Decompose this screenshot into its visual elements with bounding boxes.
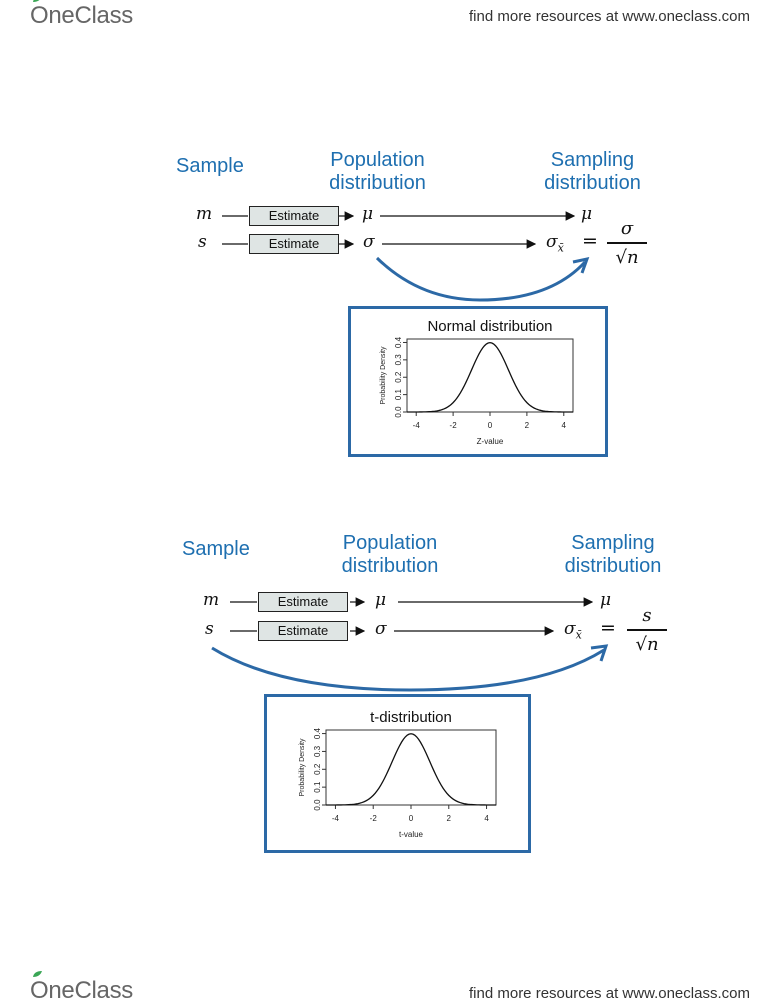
x-axis-label: t-value	[399, 830, 424, 839]
d2-sigma-xbar: σx̄	[564, 619, 582, 641]
d1-mu-sampling-symbol: μ	[581, 204, 593, 224]
x-tick-label: 0	[488, 421, 493, 430]
density-curve	[407, 341, 573, 413]
plot-frame	[325, 729, 497, 806]
d1-sigma-xbar-main: σ	[546, 232, 558, 252]
d2-frac-num: s	[642, 605, 652, 626]
d1-frac-den: √n	[615, 246, 639, 268]
y-tick-label: 0.4	[394, 336, 403, 348]
d2-sampling-line2: distribution	[564, 555, 662, 577]
y-tick-label: 0.0	[313, 799, 322, 811]
d2-equals: =	[600, 617, 616, 639]
d2-frac-den: √n	[635, 633, 659, 655]
normal-chart-box: Normal distribution -4 -2 0 2 4 0.0 0.1 0.2 0.3 0.…	[348, 306, 608, 457]
y-tick-label: 0.1	[394, 389, 403, 401]
y-tick-label: 0.2	[313, 763, 322, 775]
d2-mu-sampling-symbol: μ	[600, 590, 612, 610]
plot-frame	[406, 338, 574, 413]
x-tick-label: -2	[450, 421, 458, 430]
d2-population-line2: distribution	[341, 555, 439, 577]
d1-population-line1: Population	[330, 149, 425, 171]
d1-frac-num: σ	[620, 218, 634, 239]
y-axis-label: Probability Density	[380, 346, 387, 404]
resources-link[interactable]: find more resources at www.oneclass.com	[469, 8, 750, 25]
d1-s-symbol: s	[198, 232, 207, 252]
d1-frac-bar	[607, 242, 647, 244]
chart-title: t-distribution	[370, 709, 452, 726]
d2-sigma-xbar-sub: x̄	[575, 628, 582, 642]
normal-chart: Normal distribution -4 -2 0 2 4 0.0 0.1 0.2 0.3 0.…	[380, 318, 574, 446]
d2-population-label: Population distribution	[325, 532, 455, 578]
d2-s-symbol: s	[205, 619, 214, 639]
d1-sampling-line2: distribution	[544, 172, 641, 194]
y-tick-label: 0.2	[394, 371, 403, 383]
d1-mu-symbol: μ	[362, 204, 374, 224]
chart-title: Normal distribution	[427, 318, 552, 335]
d1-population-line2: distribution	[329, 172, 426, 194]
d2-estimate-box-1: Estimate	[258, 592, 348, 612]
leaf-icon	[33, 0, 40, 2]
d2-sampling-line1: Sampling	[571, 532, 655, 554]
d2-sampling-label: Sampling distribution	[548, 532, 678, 578]
d1-sigma-xbar: σx̄	[546, 232, 564, 254]
logo-text: OneClass	[30, 2, 133, 29]
d2-mu-symbol: μ	[375, 590, 387, 610]
d2-fraction: s √n	[627, 605, 667, 655]
y-tick-label: 0.3	[313, 745, 322, 757]
d1-fraction: σ √n	[607, 218, 647, 268]
d1-estimate-box-1: Estimate	[249, 206, 339, 226]
d2-frac-bar	[627, 629, 667, 631]
d1-sigma-symbol: σ	[363, 232, 375, 252]
d1-estimate-box-2: Estimate	[249, 234, 339, 254]
leaf-icon	[33, 971, 42, 977]
density-curve	[326, 733, 496, 806]
logo-text: OneClass	[30, 977, 133, 1004]
d1-sampling-label: Sampling distribution	[530, 149, 655, 195]
oneclass-logo[interactable]: OneClass	[30, 0, 133, 30]
x-tick-label: -4	[413, 421, 421, 430]
x-axis-label: Z-value	[477, 437, 504, 446]
y-tick-label: 0.1	[313, 781, 322, 793]
oneclass-logo-footer[interactable]: OneClass	[30, 971, 133, 1005]
x-tick-label: 2	[447, 814, 452, 823]
d2-curved-arrow	[211, 646, 605, 692]
x-tick-label: 0	[409, 814, 414, 823]
d2-sigma-xbar-main: σ	[564, 619, 576, 639]
d2-population-line1: Population	[342, 532, 438, 554]
x-tick-label: 4	[484, 814, 489, 823]
d2-m-symbol: m	[203, 590, 220, 610]
d1-sigma-xbar-sub: x̄	[557, 241, 564, 255]
d2-sigma-symbol: σ	[375, 619, 387, 639]
d2-estimate-box-2: Estimate	[258, 621, 348, 641]
t-chart: t-distribution -4 -2 0 2 4 0.0 0.1 0.2 0.3 0.4 t-va…	[299, 709, 497, 839]
y-tick-label: 0.0	[394, 406, 403, 418]
d1-m-symbol: m	[196, 204, 213, 224]
x-tick-label: 4	[562, 421, 567, 430]
d1-equals: =	[582, 230, 598, 252]
d2-curved-arrowhead	[590, 644, 609, 662]
d1-sample-label: Sample	[176, 155, 244, 177]
x-tick-label: -4	[332, 814, 340, 823]
d2-sample-label: Sample	[182, 538, 250, 560]
d1-population-label: Population distribution	[315, 149, 440, 195]
t-chart-box: t-distribution -4 -2 0 2 4 0.0 0.1 0.2 0.3 0.4 t-va…	[264, 694, 531, 853]
d1-curved-arrowhead	[572, 256, 590, 274]
y-tick-label: 0.4	[313, 727, 322, 739]
x-tick-label: 2	[525, 421, 530, 430]
d1-curved-arrow	[375, 256, 587, 302]
d1-sampling-line1: Sampling	[550, 149, 635, 171]
y-tick-label: 0.3	[394, 354, 403, 366]
y-axis-label: Probability Density	[299, 738, 306, 796]
resources-link-footer[interactable]: find more resources at www.oneclass.com	[469, 985, 750, 1002]
x-tick-label: -2	[370, 814, 378, 823]
